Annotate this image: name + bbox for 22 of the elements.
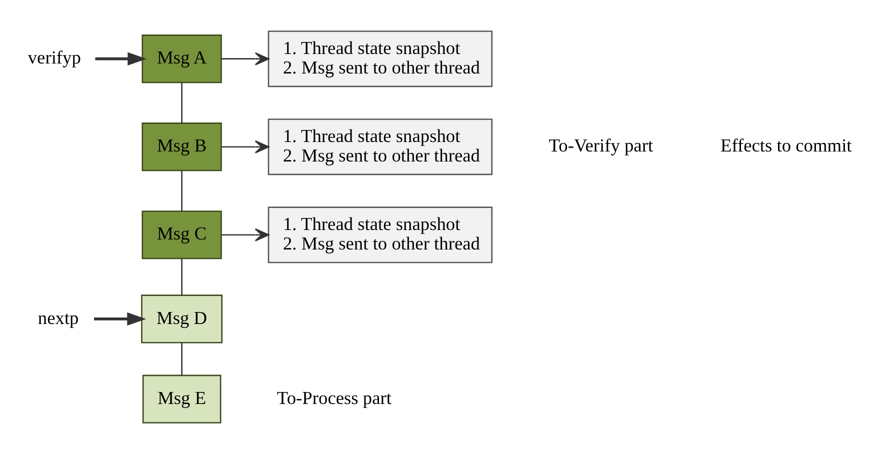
- node-box: Msg D: [141, 294, 223, 343]
- label: To-Process part: [276, 387, 392, 408]
- node-box: Msg E: [142, 374, 222, 423]
- connector: [181, 170, 182, 210]
- arrow: [221, 52, 270, 65]
- label: Effects to commit: [720, 135, 852, 156]
- node-box: Msg B: [142, 122, 222, 171]
- node-box: 1. Thread state snapshot 2. Msg sent to other thread: [268, 206, 493, 263]
- node-text: nextp: [38, 307, 79, 328]
- node-text: verifyp: [28, 47, 81, 68]
- connector: [181, 258, 182, 295]
- connector: [181, 342, 182, 375]
- arrow: [95, 52, 147, 65]
- arrow: [94, 312, 146, 326]
- node-box: Msg A: [142, 34, 222, 83]
- arrow: [221, 140, 270, 153]
- node-box: Msg C: [142, 210, 222, 259]
- node-box: 1. Thread state snapshot 2. Msg sent to other thread: [268, 30, 493, 87]
- node-box: 1. Thread state snapshot 2. Msg sent to other thread: [268, 118, 493, 175]
- arrow: [221, 228, 270, 241]
- label: To-Verify part: [548, 135, 654, 156]
- connector: [181, 82, 182, 122]
